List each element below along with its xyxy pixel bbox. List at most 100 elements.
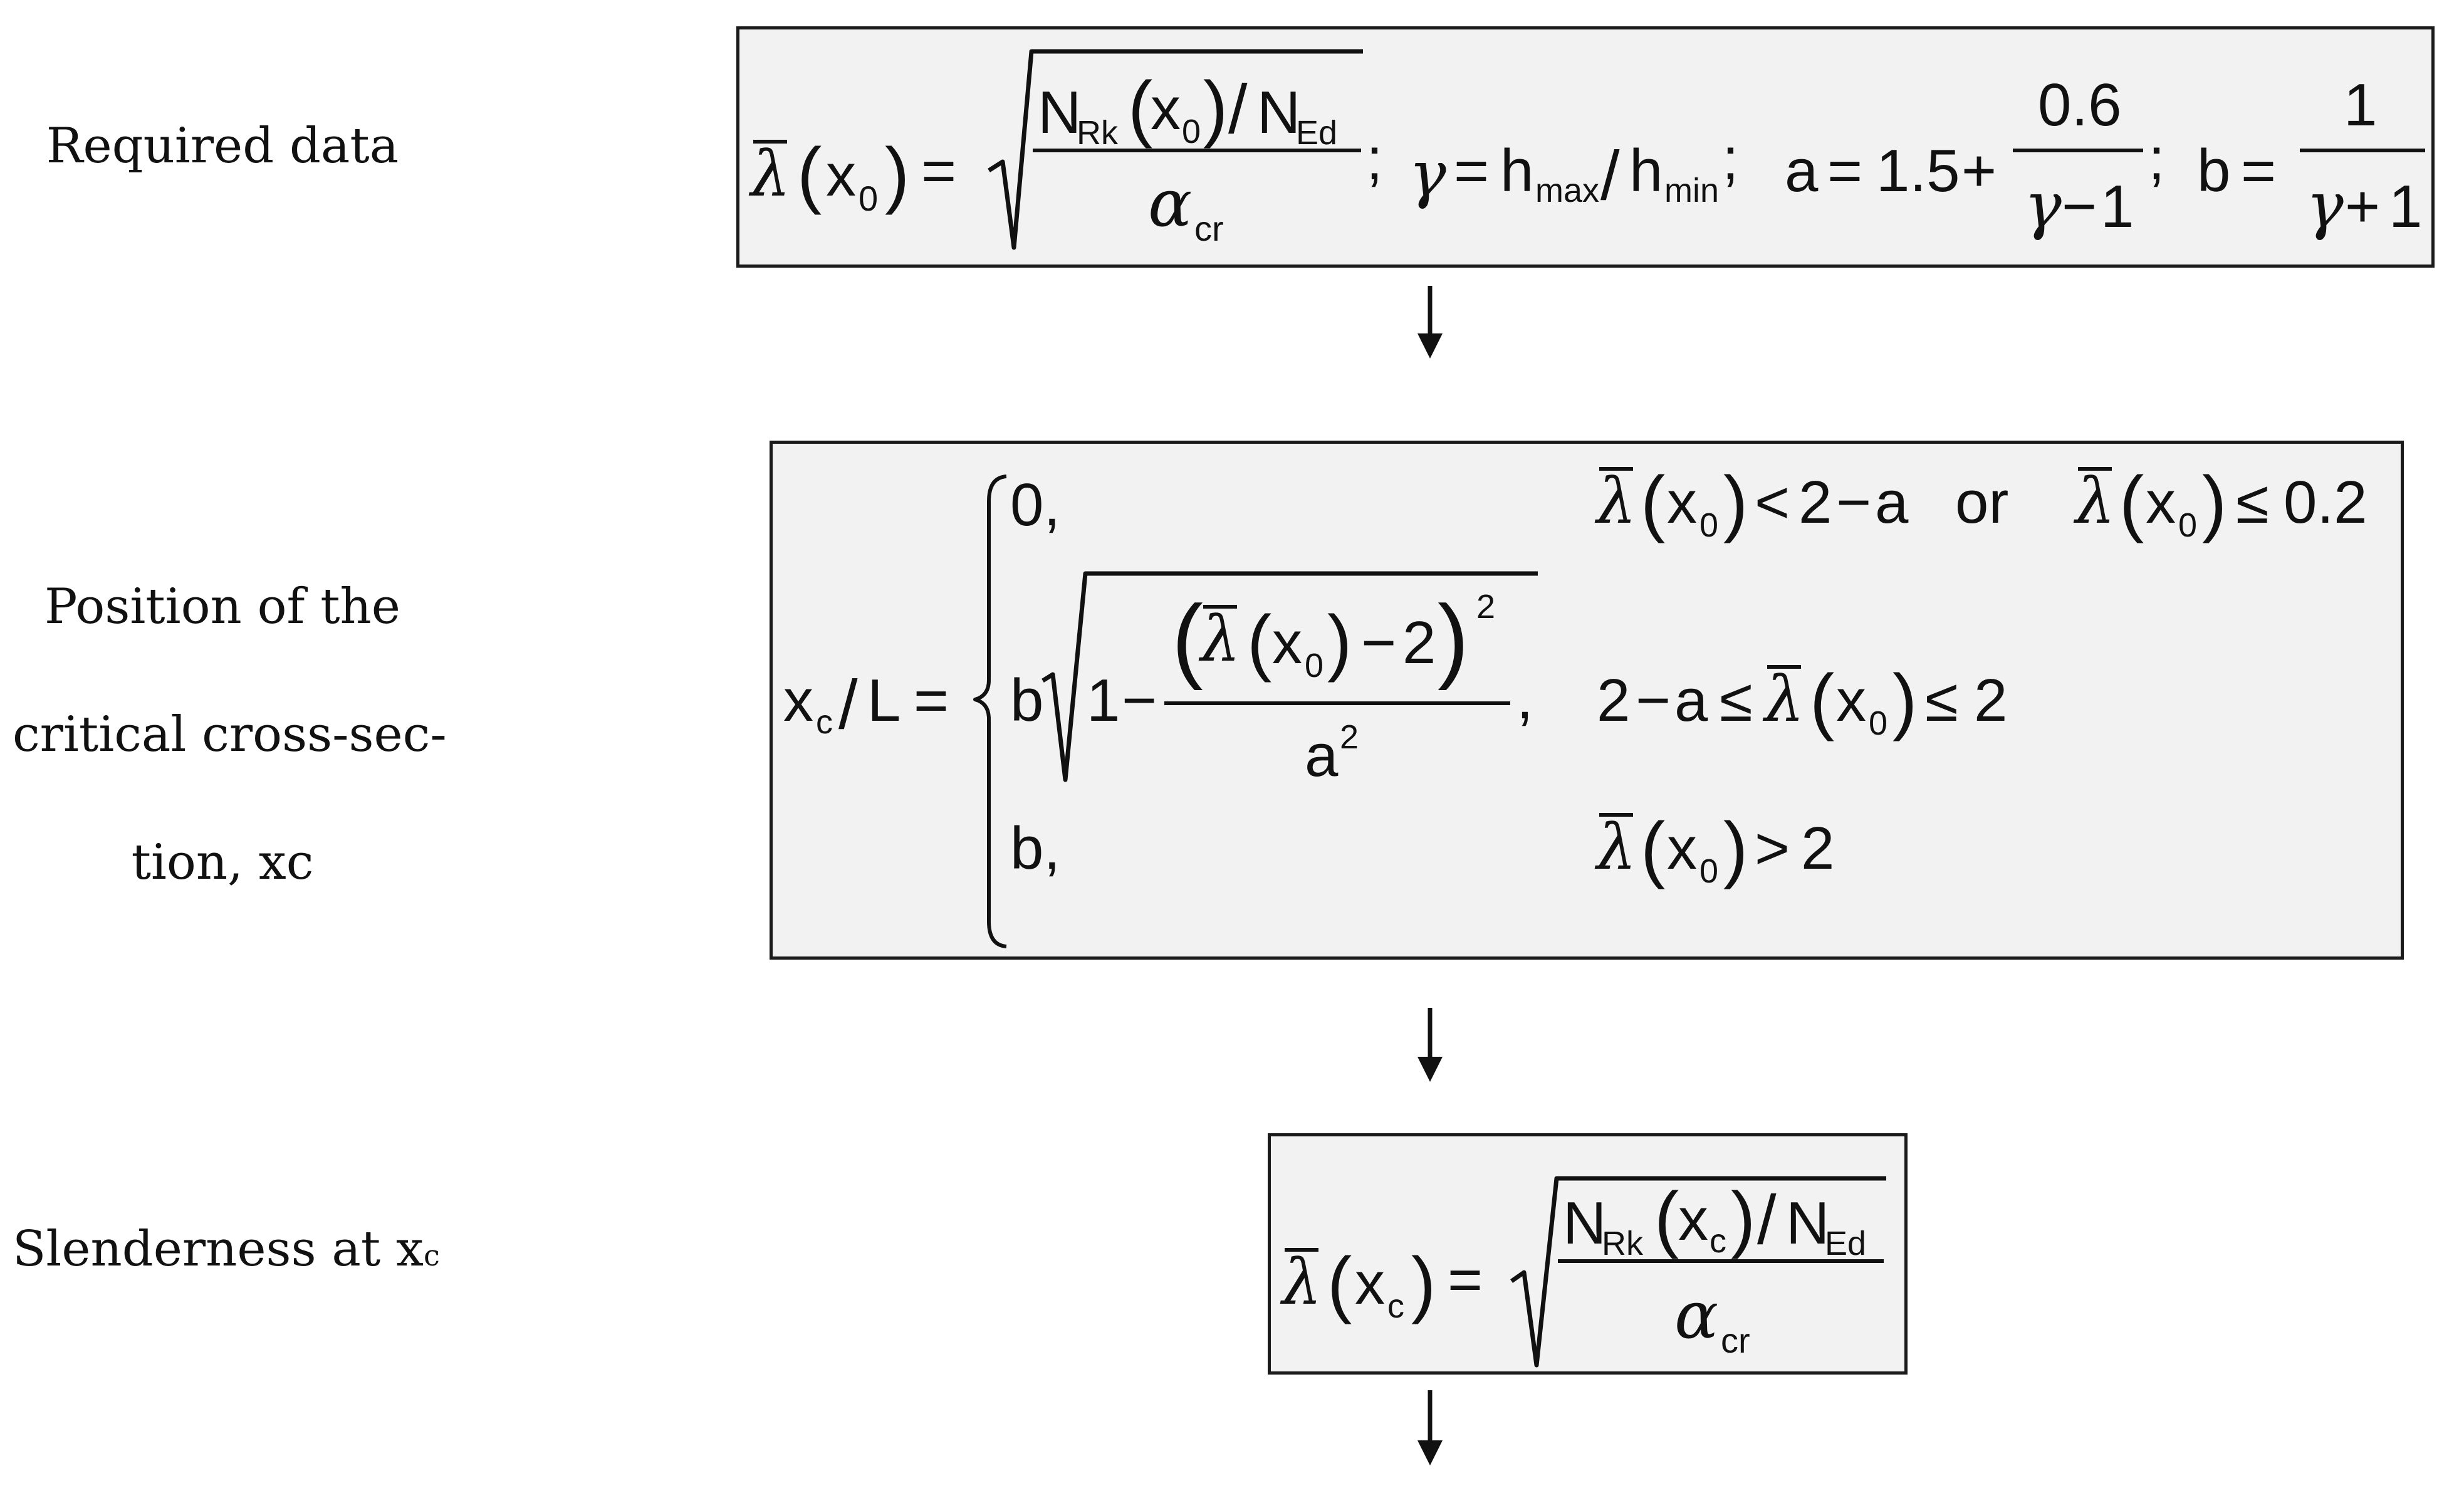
svg-text:max: max bbox=[1535, 172, 1599, 209]
svg-text:α: α bbox=[1148, 165, 1192, 241]
lambda-bar-symbol bbox=[1594, 810, 1636, 884]
formula-box-required-data bbox=[736, 26, 2435, 268]
svg-text:=: = bbox=[2241, 137, 2276, 204]
svg-text:2: 2 bbox=[1798, 469, 1832, 536]
formula2-lhs-L: L bbox=[867, 667, 901, 734]
svg-text:,: , bbox=[1517, 664, 1533, 731]
case1-limit: 0.2 bbox=[2284, 469, 2367, 536]
svg-text:Rk: Rk bbox=[1602, 1225, 1644, 1262]
svg-text:x: x bbox=[1355, 1250, 1385, 1317]
svg-text:=: = bbox=[1827, 137, 1862, 204]
svg-text:1: 1 bbox=[2101, 173, 2134, 240]
svg-text:Rk: Rk bbox=[1077, 114, 1119, 152]
svg-text:): ) bbox=[1723, 807, 1748, 890]
svg-text:): ) bbox=[1438, 585, 1469, 691]
svg-text:b: b bbox=[1010, 667, 1043, 734]
formula-box-critical-position bbox=[770, 441, 2404, 960]
svg-text:0: 0 bbox=[859, 179, 878, 218]
svg-text:): ) bbox=[2202, 461, 2226, 544]
svg-text:a: a bbox=[1305, 722, 1339, 789]
svg-text:x: x bbox=[2146, 469, 2176, 536]
svg-text:): ) bbox=[1327, 600, 1352, 683]
svg-text:−: − bbox=[1122, 667, 1157, 734]
lambda-bar-symbol bbox=[1594, 464, 1636, 538]
svg-text:c: c bbox=[816, 703, 833, 741]
svg-text:−: − bbox=[1836, 469, 1871, 536]
formula-slenderness: ( x c ) = N Rk ( x c ) / N Ed α cr bbox=[1280, 1176, 1886, 1368]
svg-text:x: x bbox=[1667, 815, 1697, 882]
label-slenderness: Slenderness at xc bbox=[13, 1221, 440, 1277]
svg-text:(: ( bbox=[1327, 1242, 1352, 1325]
svg-text:N: N bbox=[1038, 79, 1081, 146]
formula-required-data: ( x 0 ) = N Rk ( x 0 ) / N Ed α cr ; γ =… bbox=[748, 49, 2425, 250]
label-position-critical: Position of the critical cross-sec- tion… bbox=[13, 543, 447, 926]
svg-text:/: / bbox=[838, 666, 858, 743]
num-plus: 1.5 bbox=[1876, 137, 1960, 204]
svg-text:N: N bbox=[1786, 1190, 1829, 1257]
svg-text:(: ( bbox=[2119, 461, 2144, 544]
svg-text:): ) bbox=[885, 133, 909, 216]
svg-text:x: x bbox=[1836, 667, 1866, 734]
svg-text:γ: γ bbox=[1409, 137, 1446, 211]
num-0-6: 0.6 bbox=[2038, 71, 2121, 139]
svg-text:−: − bbox=[1636, 667, 1671, 734]
svg-text:Ed: Ed bbox=[1825, 1225, 1866, 1262]
case3-value: b, bbox=[1010, 815, 1060, 882]
svg-text:−: − bbox=[1361, 609, 1396, 676]
svg-text:2: 2 bbox=[1340, 718, 1359, 756]
lambda-bar-symbol bbox=[1280, 1245, 1322, 1319]
svg-text:): ) bbox=[1723, 461, 1748, 544]
svg-text:0: 0 bbox=[1699, 506, 1718, 544]
svg-text:0: 0 bbox=[1699, 852, 1718, 890]
svg-text:a: a bbox=[1875, 469, 1909, 536]
case1-or: or bbox=[1955, 469, 2008, 536]
svg-text:N: N bbox=[1563, 1190, 1606, 1257]
lambda-bar-symbol bbox=[1198, 602, 1240, 676]
svg-text:(: ( bbox=[1128, 66, 1152, 149]
label-position-line1: Position of the bbox=[44, 579, 400, 635]
down-arrow-icon bbox=[1417, 1390, 1443, 1465]
svg-text:2: 2 bbox=[1476, 588, 1495, 626]
svg-text:(: ( bbox=[797, 133, 822, 216]
svg-text:+: + bbox=[1961, 137, 1997, 204]
svg-text:b: b bbox=[2197, 137, 2230, 204]
svg-text:=: = bbox=[1454, 137, 1489, 204]
svg-text:α: α bbox=[1674, 1277, 1718, 1353]
svg-text:2: 2 bbox=[1402, 609, 1436, 676]
svg-text:cr: cr bbox=[1721, 1321, 1750, 1360]
num-1: 1 bbox=[2344, 71, 2377, 139]
svg-text:1: 1 bbox=[1087, 667, 1120, 734]
svg-text:=: = bbox=[1448, 1246, 1483, 1313]
svg-text:(: ( bbox=[1810, 659, 1834, 742]
svg-text:a: a bbox=[1785, 137, 1819, 204]
svg-text:γ: γ bbox=[2306, 169, 2344, 242]
svg-text:+: + bbox=[2345, 173, 2380, 240]
svg-text:N: N bbox=[1257, 79, 1300, 146]
svg-text:): ) bbox=[1411, 1242, 1436, 1325]
formula-critical-position: x c / L = 0, ( x 0 ) < 2 − a or ( x 0 ) … bbox=[783, 461, 2367, 948]
svg-text:=: = bbox=[914, 667, 949, 734]
svg-text:x: x bbox=[1667, 469, 1697, 536]
svg-text:≤: ≤ bbox=[1925, 667, 1958, 734]
svg-text:0: 0 bbox=[1305, 647, 1323, 684]
svg-text:≤: ≤ bbox=[1720, 667, 1753, 734]
lambda-bar-symbol bbox=[748, 137, 790, 211]
lambda-bar-symbol bbox=[2073, 464, 2115, 538]
svg-text:(: ( bbox=[1641, 807, 1665, 890]
down-arrow-icon bbox=[1417, 1008, 1443, 1082]
svg-text:γ: γ bbox=[2024, 169, 2062, 242]
svg-text:c: c bbox=[1710, 1222, 1726, 1260]
svg-text:): ) bbox=[1892, 659, 1917, 742]
svg-text:(: ( bbox=[1641, 461, 1665, 544]
svg-text:c: c bbox=[1387, 1287, 1404, 1325]
svg-text:≤: ≤ bbox=[2236, 469, 2269, 536]
svg-text:(: ( bbox=[1172, 585, 1203, 691]
label-slenderness-text: Slenderness at x bbox=[13, 1221, 424, 1277]
svg-text:h: h bbox=[1629, 137, 1663, 204]
svg-text:x: x bbox=[826, 142, 856, 209]
svg-text:−: − bbox=[2062, 173, 2097, 240]
left-brace bbox=[973, 474, 1007, 948]
label-required-data: Required data bbox=[46, 118, 399, 174]
svg-text:/: / bbox=[1228, 71, 1248, 148]
